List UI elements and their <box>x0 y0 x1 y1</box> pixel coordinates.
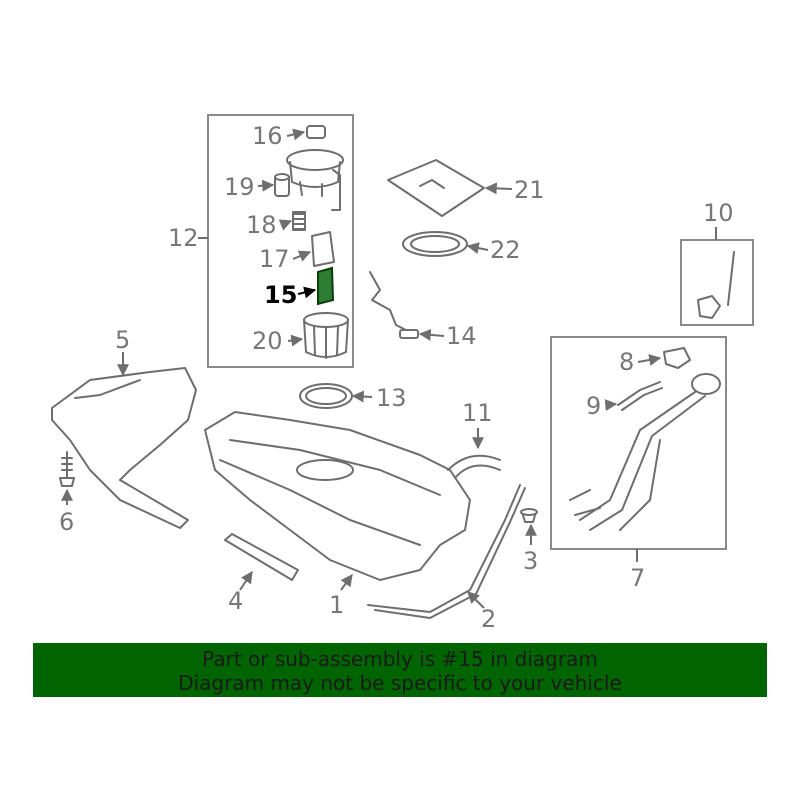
banner-line-2: Diagram may not be specific to your vehi… <box>178 671 622 695</box>
part-14-sender <box>369 271 419 339</box>
part-9-hose <box>617 381 663 411</box>
part-18-spring <box>292 211 306 231</box>
part-4-pad <box>224 533 299 581</box>
callout-10: 10 <box>703 199 734 227</box>
info-banner: Part or sub-assembly is #15 in diagram D… <box>33 643 767 697</box>
pump-assembly-box <box>207 114 354 368</box>
part-22-ring <box>402 231 468 257</box>
part-13-seal <box>299 383 353 409</box>
callout-20: 20 <box>252 327 283 355</box>
filler-assembly-box <box>550 336 727 550</box>
part-11-hose <box>447 454 501 479</box>
callout-13: 13 <box>376 384 407 412</box>
part-3-clip <box>520 508 538 523</box>
part-20-strainer <box>303 312 349 359</box>
part-5-shield <box>51 367 197 529</box>
callout-2: 2 <box>481 605 496 633</box>
callout-18: 18 <box>246 211 277 239</box>
part-16-connector <box>306 125 326 139</box>
callout-19: 19 <box>224 173 255 201</box>
part-1-fuel-tank <box>204 411 471 581</box>
callout-4: 4 <box>228 587 243 615</box>
callout-12: 12 <box>168 224 199 252</box>
callout-6: 6 <box>59 508 74 536</box>
pump-flange <box>286 149 344 211</box>
callout-21: 21 <box>514 176 545 204</box>
leader-lines <box>61 128 717 609</box>
part-15-highlighted <box>317 266 335 306</box>
callout-14: 14 <box>446 322 477 350</box>
callout-15: 15 <box>264 281 297 309</box>
part-8-connector <box>663 347 691 369</box>
part-6-bolt <box>59 451 75 487</box>
part-21-plate <box>387 159 485 217</box>
callout-17: 17 <box>259 245 290 273</box>
part-17-bracket <box>311 231 335 267</box>
part-19-filter <box>274 173 290 197</box>
banner-line-1: Part or sub-assembly is #15 in diagram <box>202 647 598 671</box>
part-10-valve <box>697 251 735 319</box>
callout-7: 7 <box>630 564 645 592</box>
callout-5: 5 <box>115 326 130 354</box>
callout-11: 11 <box>462 399 493 427</box>
part-7-filler-neck <box>569 373 721 531</box>
callout-22: 22 <box>490 236 521 264</box>
callout-16: 16 <box>252 122 283 150</box>
callout-8: 8 <box>619 348 634 376</box>
callout-1: 1 <box>329 591 344 619</box>
callout-3: 3 <box>523 547 538 575</box>
callout-9: 9 <box>586 392 601 420</box>
